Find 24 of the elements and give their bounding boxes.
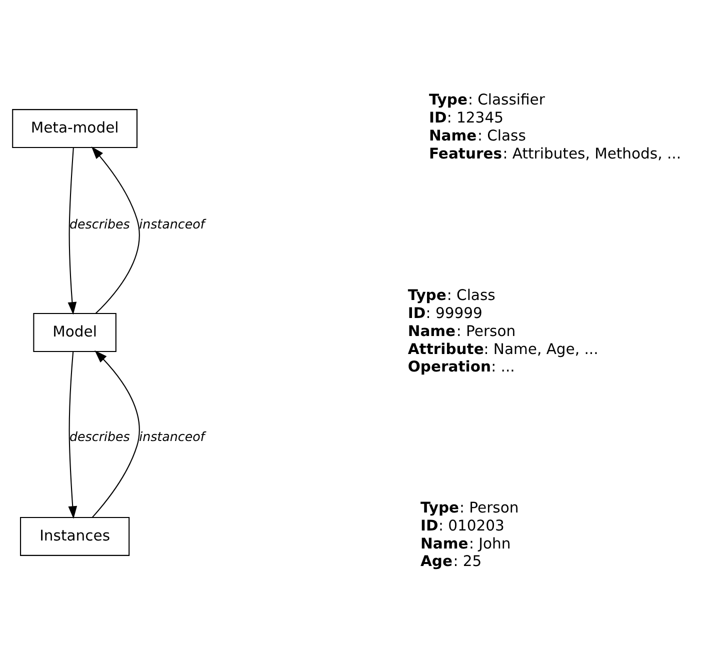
node-label: ID: 12345 bbox=[428, 108, 504, 126]
node-label: Type: Classifier bbox=[428, 91, 545, 108]
node-label: Age: 25 bbox=[420, 552, 482, 570]
node-label: Type: Class bbox=[408, 286, 496, 304]
node-box: Instances bbox=[20, 516, 130, 556]
node-box: Model bbox=[33, 312, 116, 352]
node-label: Type: Person bbox=[420, 498, 519, 516]
arrow bbox=[68, 351, 78, 518]
node-label: Features: Attributes, Methods, ... bbox=[428, 144, 682, 162]
arrow bbox=[92, 350, 140, 518]
node-label: ID: 99999 bbox=[408, 304, 482, 322]
node-label: Name: Person bbox=[408, 322, 516, 340]
node-label: Operation: ... bbox=[408, 358, 515, 376]
edge-label: instanceof bbox=[139, 216, 205, 231]
node-box: Meta-model bbox=[12, 108, 138, 148]
node-label: Attribute: Name, Age, ... bbox=[408, 340, 598, 358]
edge-label: describes bbox=[70, 428, 130, 444]
edge-label: describes bbox=[70, 216, 130, 231]
node-label: Name: John bbox=[420, 534, 511, 552]
edge-label: instanceof bbox=[139, 428, 205, 444]
node-label: Name: Class bbox=[428, 126, 526, 144]
arrow bbox=[68, 147, 77, 314]
arrow bbox=[91, 146, 140, 314]
node-label: ID: 010203 bbox=[420, 516, 504, 534]
